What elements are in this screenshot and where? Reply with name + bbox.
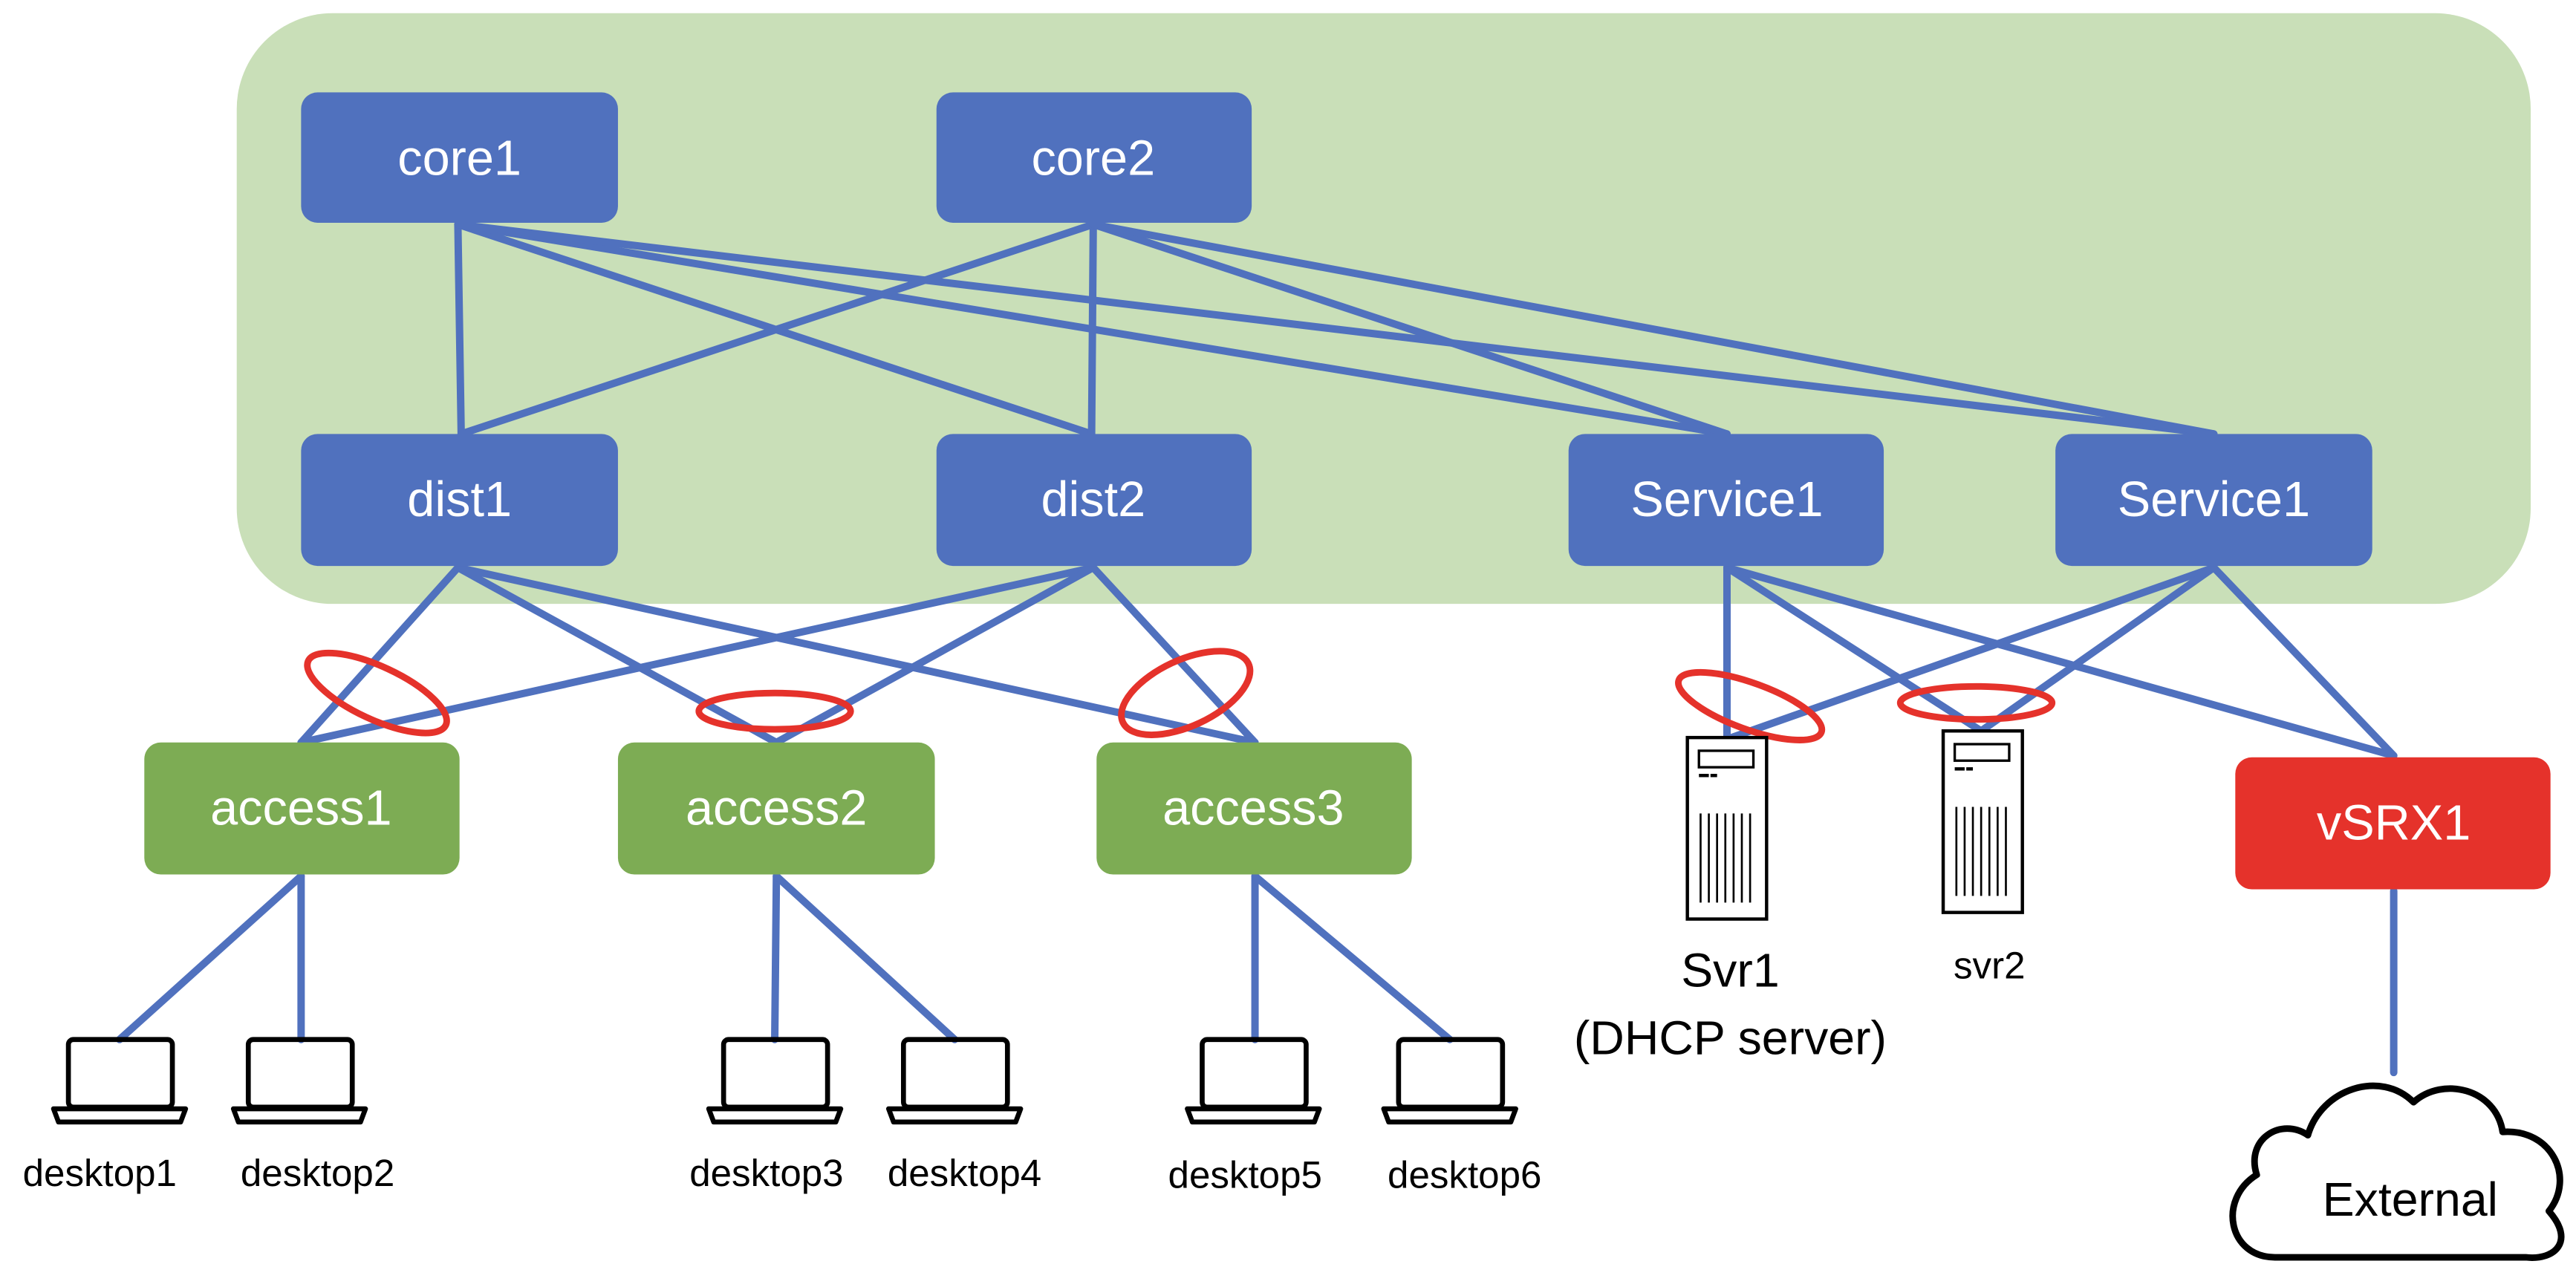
desktop2-label: desktop2	[241, 1152, 394, 1194]
laptop-icon	[1381, 1037, 1518, 1125]
link-core1-dist1	[454, 221, 465, 438]
desktop4-label: desktop4	[888, 1152, 1041, 1194]
link-core2-service1b	[1089, 221, 2218, 438]
core1-node[interactable]: core1	[301, 92, 618, 223]
link-core2-dist1	[457, 221, 1097, 438]
external-cloud[interactable]: External	[2229, 1082, 2565, 1261]
link-core1-service1b	[454, 221, 2218, 438]
dist2-label: dist2	[1041, 472, 1145, 527]
server-tower-icon[interactable]	[1941, 729, 2024, 914]
lag-ring-svr2	[1896, 682, 2056, 723]
service1-node-b[interactable]: Service1	[2055, 434, 2372, 567]
desktop2[interactable]: desktop2	[230, 1037, 394, 1194]
svr2-label: svr2	[1954, 944, 2026, 986]
access1-node[interactable]: access1	[144, 742, 460, 875]
access2-node[interactable]: access2	[617, 742, 935, 875]
svr1-role-label: (DHCP server)	[1574, 1011, 1887, 1065]
laptop-icon	[1185, 1037, 1322, 1125]
lag-ring-access2	[695, 689, 854, 733]
laptop-icon	[885, 1037, 1024, 1125]
link-access3-desktop6	[1251, 872, 1454, 1043]
desktop4[interactable]: desktop4	[885, 1037, 1041, 1194]
desktop6[interactable]: desktop6	[1381, 1037, 1542, 1196]
vsrx1-label: vSRX1	[2317, 796, 2471, 851]
link-dist2-access3	[1089, 564, 1259, 746]
external-label: External	[2323, 1173, 2498, 1226]
dist1-node[interactable]: dist1	[301, 434, 618, 567]
link-service1b-svr2	[1977, 564, 2218, 735]
desktop6-label: desktop6	[1388, 1153, 1541, 1196]
link-service1a-vsrx1	[1723, 564, 2398, 760]
link-access1-desktop1	[115, 872, 305, 1043]
desktop5-label: desktop5	[1168, 1153, 1322, 1196]
svr1-label: Svr1	[1681, 943, 1779, 997]
dist1-label: dist1	[407, 472, 512, 527]
access1-label: access1	[210, 781, 391, 836]
dist2-node[interactable]: dist2	[936, 434, 1252, 567]
desktop3[interactable]: desktop3	[689, 1037, 844, 1194]
link-dist2-access2	[773, 564, 1097, 746]
access3-label: access3	[1162, 781, 1344, 836]
link-service1b-vsrx1	[2210, 564, 2398, 760]
core2-node[interactable]: core2	[936, 92, 1252, 223]
core2-label: core2	[1031, 131, 1155, 186]
link-dist2-access1	[297, 564, 1097, 746]
service1-b-label: Service1	[2118, 472, 2310, 527]
laptop-icon	[51, 1037, 189, 1125]
lag-rings	[304, 648, 2056, 743]
service1-a-label: Service1	[1630, 472, 1823, 527]
lag-ring-access3	[1118, 648, 1254, 738]
lag-ring-access1	[304, 649, 450, 737]
link-core2-dist2	[1087, 221, 1097, 438]
access2-label: access2	[686, 781, 867, 836]
desktop3-label: desktop3	[689, 1152, 843, 1194]
service1-node-a[interactable]: Service1	[1568, 434, 1884, 567]
backbone-area	[236, 13, 2531, 605]
core1-label: core1	[397, 131, 521, 186]
link-dist1-access2	[454, 564, 781, 746]
link-access2-desktop3	[771, 872, 781, 1043]
access3-node[interactable]: access3	[1096, 742, 1412, 875]
cloud-icon	[2229, 1082, 2565, 1261]
laptop-icon	[706, 1037, 844, 1125]
link-core2-service1a	[1089, 221, 1731, 438]
desktop5[interactable]: desktop5	[1168, 1037, 1322, 1196]
lag-ring-svr1	[1675, 668, 1826, 743]
laptop-icon	[230, 1037, 368, 1125]
desktop1[interactable]: desktop1	[23, 1037, 189, 1194]
desktop1-label: desktop1	[23, 1152, 177, 1194]
link-access2-desktop4	[773, 872, 959, 1043]
link-dist1-access1	[297, 564, 462, 746]
vsrx1-node[interactable]: vSRX1	[2235, 757, 2551, 890]
server-tower-icon[interactable]	[1685, 735, 1769, 921]
link-service1a-svr2	[1723, 564, 1985, 735]
